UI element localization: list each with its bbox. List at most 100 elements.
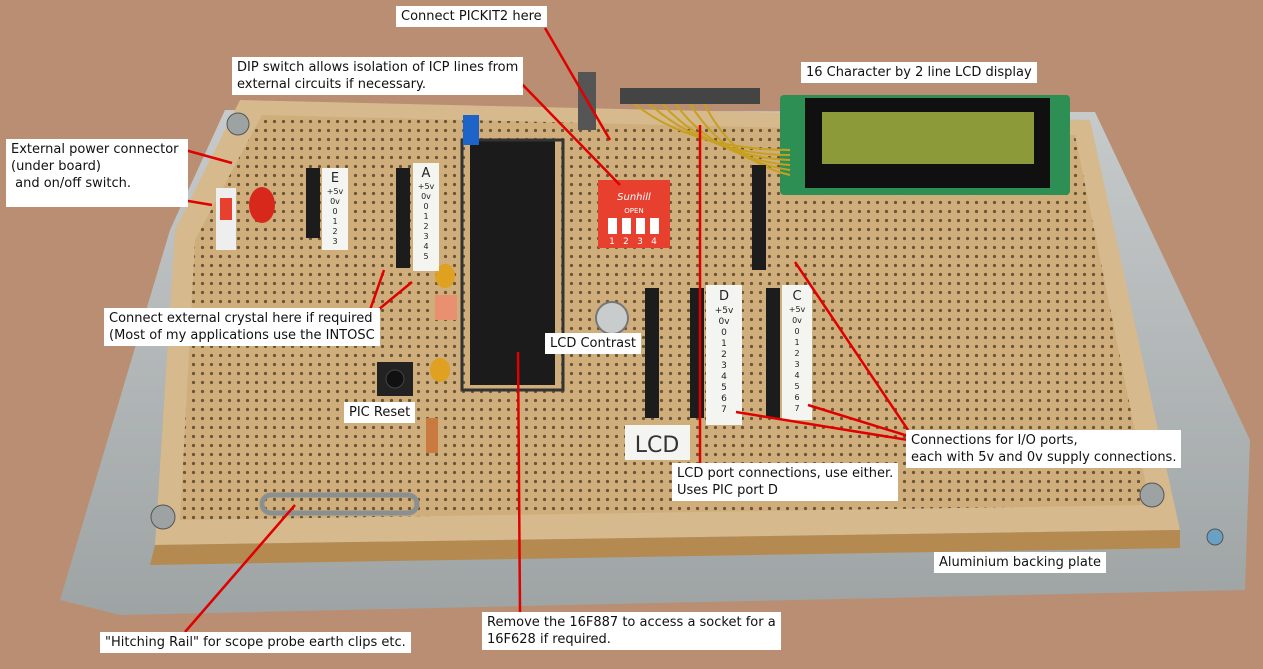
resistor (426, 418, 438, 453)
label-io-connections: Connections for I/O ports, each with 5v … (906, 430, 1182, 468)
dip-open: OPEN (624, 207, 643, 215)
wire-header (620, 88, 760, 104)
label-remove-16f887-line1: Remove the 16F887 to access a socket for… (487, 615, 776, 630)
label-pic-reset-text: PIC Reset (349, 405, 411, 420)
label-hitching-rail-text: "Hitching Rail" for scope probe earth cl… (105, 635, 406, 650)
port-a-pin-5: 2 (423, 222, 428, 231)
label-dip-switch-line1: DIP switch allows isolation of ICP lines… (237, 60, 519, 75)
port-e-card: E +5v 0v 0 1 2 3 (322, 168, 348, 250)
label-lcd-display-text: 16 Character by 2 line LCD display (806, 65, 1032, 80)
port-e-pin-2: 0v (330, 197, 340, 206)
port-a-pin-7: 4 (423, 242, 428, 251)
dip-brand: Sunhill (617, 192, 651, 203)
port-c-pin-7: 4 (794, 371, 799, 380)
port-e-pin-4: 1 (332, 217, 337, 226)
blue-jumper (463, 115, 479, 145)
lcd-wires (624, 94, 791, 176)
label-pic-reset: PIC Reset (344, 402, 416, 423)
header-port-b (752, 165, 766, 270)
port-d-pin-2: 0v (718, 317, 730, 327)
port-a-card: A +5v 0v 0 1 2 3 4 5 (413, 163, 439, 271)
perfboard-edge (150, 530, 1180, 565)
label-external-crystal-line1: Connect external crystal here if require… (109, 311, 373, 326)
port-a-pin-2: 0v (421, 192, 431, 201)
port-c-letter: C (792, 289, 801, 304)
port-a-pin-8: 5 (423, 252, 428, 261)
port-c-pin-1: +5v (789, 305, 806, 314)
port-d-card: D +5v 0v 0 1 2 3 4 5 6 7 (706, 285, 742, 425)
port-c-card: C +5v 0v 0 1 2 3 4 5 6 7 (782, 285, 812, 420)
port-c-pin-2: 0v (792, 316, 802, 325)
port-d-pin-6: 3 (721, 361, 727, 371)
dip-number-3: 3 (637, 237, 643, 247)
capacitor-1 (435, 264, 455, 288)
port-e-pin-1: +5v (327, 187, 344, 196)
label-external-crystal: Connect external crystal here if require… (104, 308, 380, 346)
port-c-pin-3: 0 (794, 327, 799, 336)
port-e-pin-6: 3 (332, 237, 337, 246)
port-d-pin-4: 1 (721, 339, 727, 349)
pic-socket (460, 138, 565, 392)
trimmer (435, 295, 457, 320)
dip-number-4: 4 (651, 237, 657, 247)
port-d-pin-9: 6 (721, 394, 727, 404)
port-a-pin-3: 0 (423, 202, 428, 211)
label-external-crystal-line2: (Most of my applications use the INTOSC (109, 328, 375, 343)
port-d-pin-8: 5 (721, 383, 727, 393)
port-a-pin-1: +5v (418, 182, 435, 191)
port-c-pin-10: 7 (794, 404, 799, 413)
header-port-c (766, 288, 780, 418)
port-e-pin-5: 2 (332, 227, 337, 236)
label-remove-16f887: Remove the 16F887 to access a socket for… (482, 612, 781, 650)
label-external-power-line1: External power connector (11, 142, 179, 157)
contrast-potentiometer (595, 301, 629, 335)
label-connect-pickit2-text: Connect PICKIT2 here (401, 9, 542, 24)
pic-16f887-chip (470, 140, 555, 385)
dip-number-2: 2 (623, 237, 629, 247)
port-c-pin-4: 1 (794, 338, 799, 347)
header-lcd-2 (690, 288, 704, 418)
label-lcd-port-line1: LCD port connections, use either. (677, 466, 894, 481)
port-e-pin-3: 0 (332, 207, 337, 216)
port-a-pin-4: 1 (423, 212, 428, 221)
label-dip-switch-line2: external circuits if necessary. (237, 77, 426, 92)
label-dip-switch: DIP switch allows isolation of ICP lines… (232, 57, 524, 95)
label-external-power: External power connector (under board) a… (6, 139, 188, 207)
port-a-pin-6: 3 (423, 232, 428, 241)
port-d-letter: D (719, 289, 729, 304)
screw-bottom-right (1139, 482, 1165, 508)
header-port-a (396, 168, 410, 268)
port-c-pin-6: 3 (794, 360, 799, 369)
lcd-card: LCD (625, 425, 690, 460)
port-d-pin-3: 0 (721, 328, 727, 338)
hitching-rail (259, 492, 420, 516)
port-e-letter: E (331, 171, 339, 186)
label-external-power-line2: (under board) (11, 159, 101, 174)
power-led (249, 187, 275, 223)
port-c-pin-8: 5 (794, 382, 799, 391)
port-d-pin-5: 2 (721, 350, 727, 360)
label-io-connections-line2: each with 5v and 0v supply connections. (911, 450, 1177, 465)
port-d-pin-10: 7 (721, 405, 727, 415)
label-lcd-contrast-text: LCD Contrast (550, 336, 637, 351)
label-lcd-port: LCD port connections, use either. Uses P… (672, 463, 899, 501)
header-port-e (306, 168, 320, 238)
lcd-card-text: LCD (635, 433, 680, 458)
label-hitching-rail: "Hitching Rail" for scope probe earth cl… (100, 632, 411, 653)
label-aluminium-plate-text: Aluminium backing plate (939, 555, 1101, 570)
label-lcd-display: 16 Character by 2 line LCD display (801, 62, 1037, 83)
label-lcd-contrast: LCD Contrast (545, 333, 642, 354)
dip-switch: Sunhill OPEN 1 2 3 4 (598, 180, 670, 248)
lcd-module (780, 95, 1070, 195)
header-lcd-1 (645, 288, 659, 418)
label-io-connections-line1: Connections for I/O ports, (911, 433, 1078, 448)
capacitor-2 (430, 358, 450, 382)
port-d-pin-1: +5v (715, 306, 734, 316)
port-c-pin-9: 6 (794, 393, 799, 402)
screw-top-left (226, 112, 250, 136)
label-aluminium-plate: Aluminium backing plate (934, 552, 1106, 573)
port-c-pin-5: 2 (794, 349, 799, 358)
port-d-pin-7: 4 (721, 372, 727, 382)
power-switch-toggle (220, 198, 232, 220)
label-external-power-line3: and on/off switch. (11, 176, 131, 191)
